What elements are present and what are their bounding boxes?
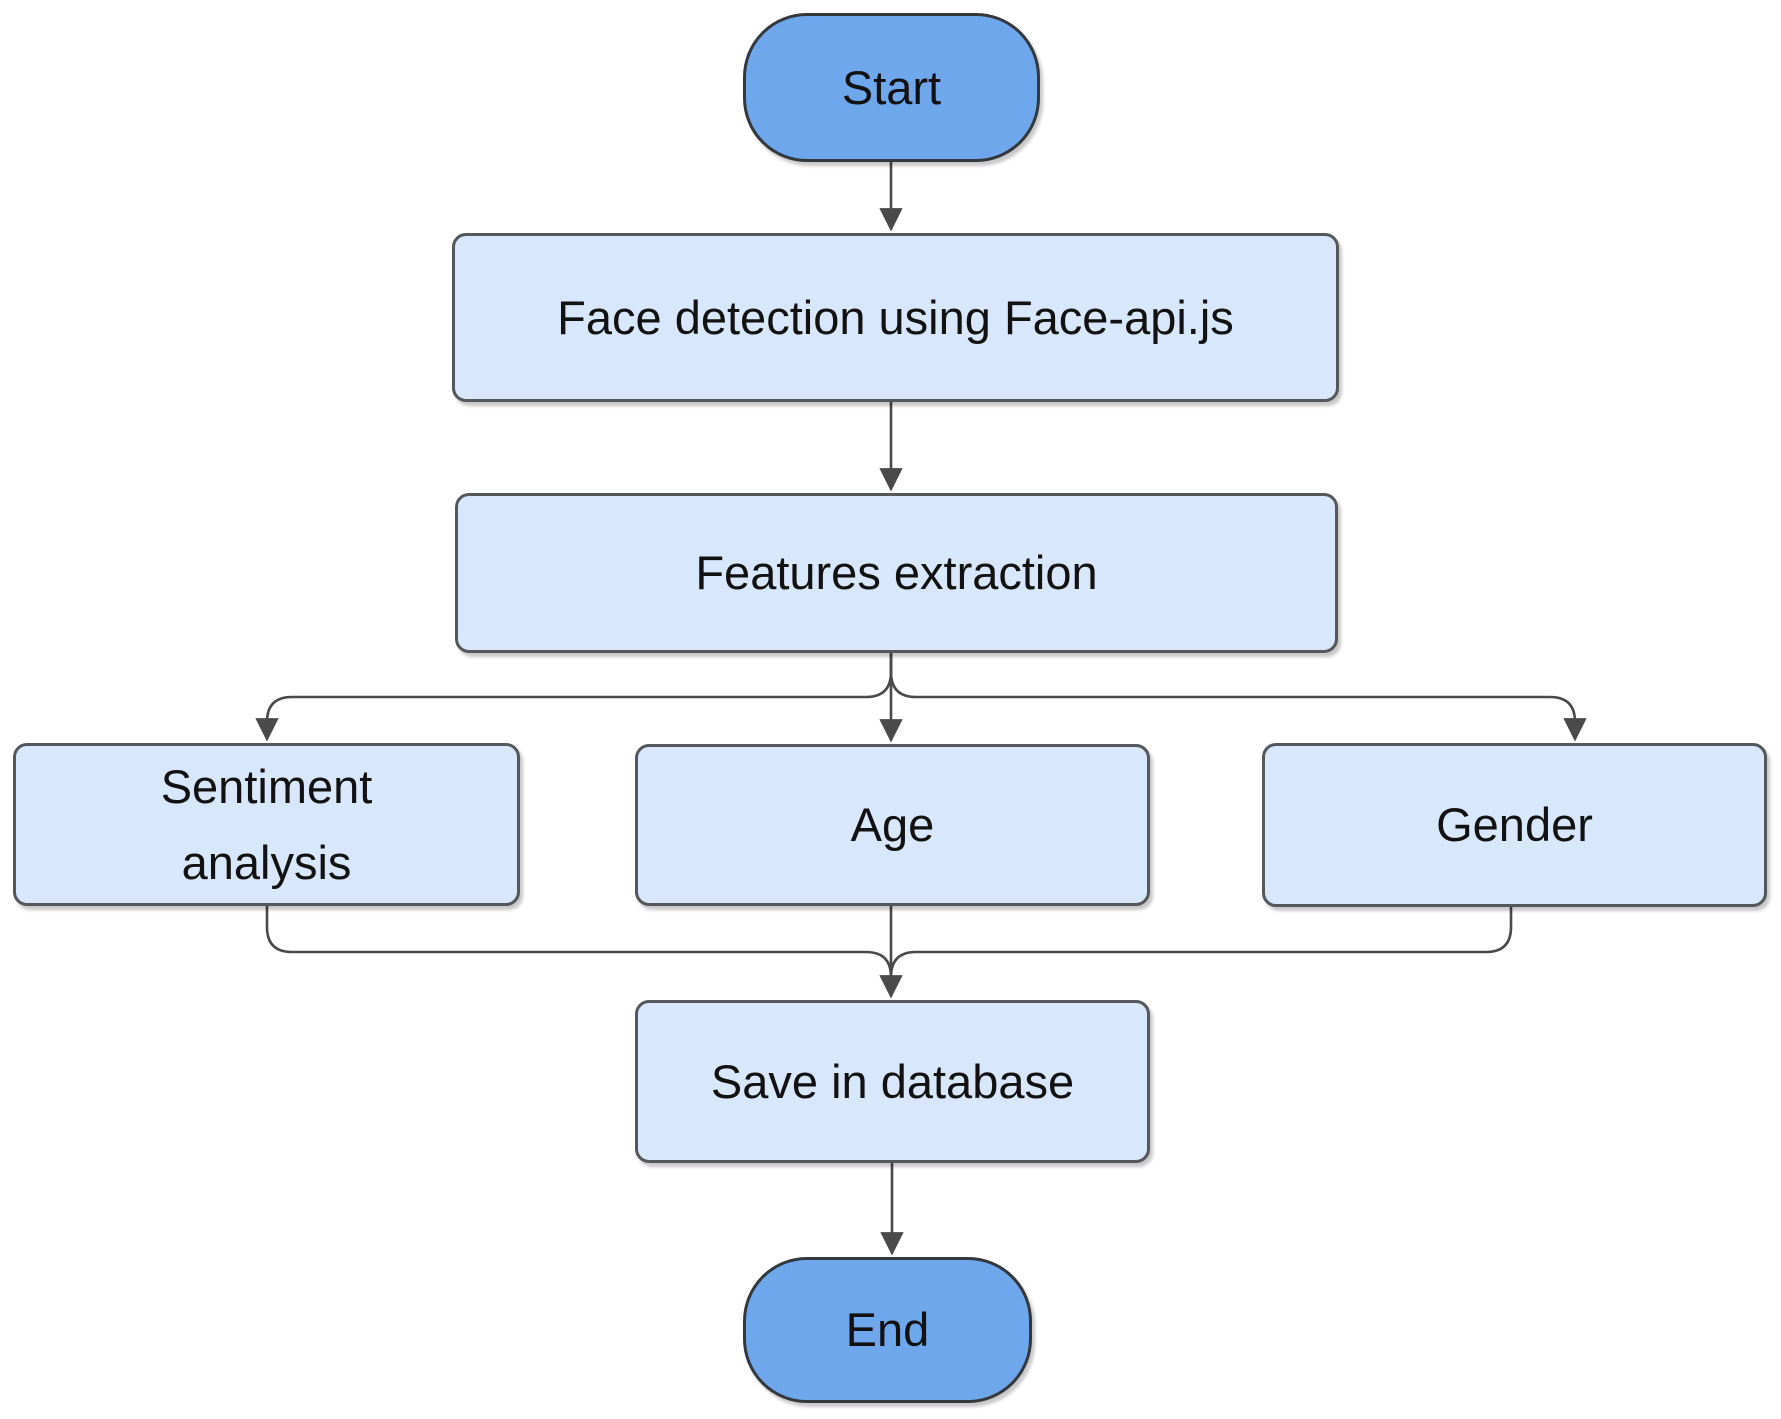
node-sentiment-analysis: Sentiment analysis: [13, 743, 520, 906]
node-sentiment-analysis-label: Sentiment analysis: [160, 760, 373, 889]
node-save-in-database-label: Save in database: [710, 1054, 1075, 1108]
edge-gender-to-save-in-database: [889, 905, 1513, 979]
node-age-label: Age: [850, 798, 935, 852]
node-save-in-database: Save in database: [635, 1000, 1150, 1163]
node-gender-label: Gender: [1436, 798, 1593, 852]
node-start-label: Start: [841, 60, 942, 114]
node-end-label: End: [845, 1303, 930, 1357]
node-gender: Gender: [1262, 743, 1767, 907]
edge-sentiment-analysis-to-save-in-database: [265, 904, 893, 979]
node-face-detection-label: Face detection using Face-api.js: [557, 290, 1234, 344]
node-features-extraction: Features extraction: [455, 493, 1338, 653]
node-features-extraction-label: Features extraction: [695, 546, 1098, 600]
edge-features-extraction-to-sentiment-analysis: [255, 651, 893, 742]
edge-features-extraction-to-gender: [889, 651, 1587, 742]
node-face-detection: Face detection using Face-api.js: [452, 233, 1339, 402]
node-age: Age: [635, 744, 1150, 906]
node-start: Start: [743, 13, 1040, 162]
node-end: End: [743, 1257, 1032, 1403]
